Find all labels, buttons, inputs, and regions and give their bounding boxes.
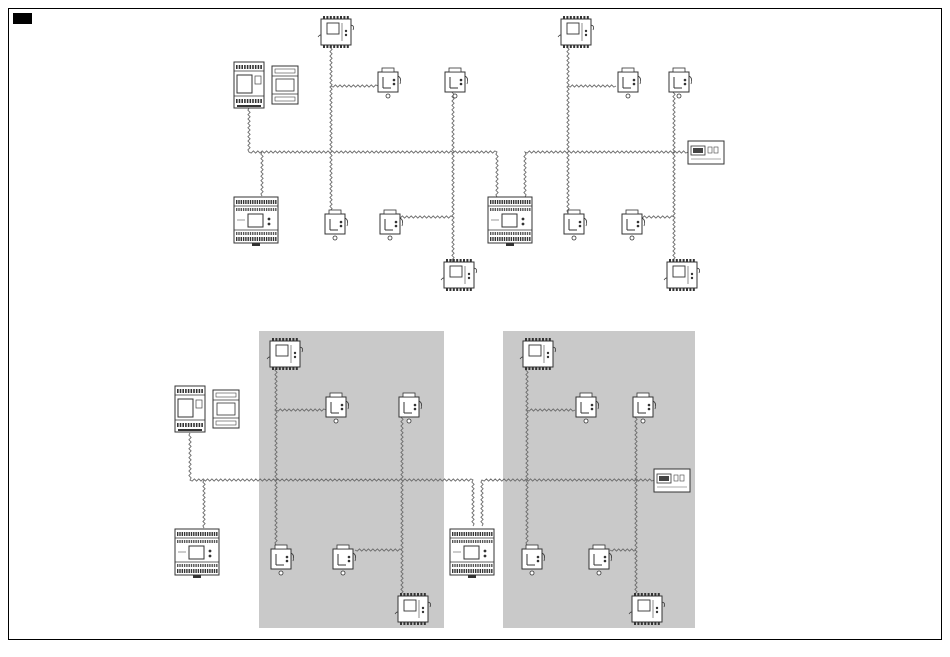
valve-actuator — [325, 210, 348, 240]
top-trunk-mid — [452, 90, 454, 262]
top-trunk-right — [567, 45, 569, 213]
central-controller-left — [175, 529, 219, 578]
display-panel — [654, 469, 690, 492]
frame-corner-tab — [13, 13, 32, 24]
top-branch-c — [568, 85, 616, 87]
i-o-module — [395, 593, 431, 625]
i-o-module — [664, 259, 700, 291]
top-branch-b — [398, 216, 453, 218]
valve-actuator — [669, 68, 692, 98]
top-branch-a — [331, 85, 378, 87]
top-trunk-far — [673, 90, 675, 262]
i-o-module — [558, 16, 594, 48]
power-supply-unit — [234, 62, 264, 108]
i-o-module — [441, 259, 477, 291]
power-supply-unit — [175, 386, 205, 432]
valve-actuator — [380, 210, 403, 240]
valve-actuator — [622, 210, 645, 240]
top-branch-d — [640, 216, 674, 218]
top-backbone-right — [524, 151, 688, 197]
central-controller-left — [234, 197, 278, 246]
i-o-module — [318, 16, 354, 48]
top-backbone-left — [248, 108, 498, 197]
valve-actuator — [564, 210, 587, 240]
i-o-module — [520, 338, 556, 370]
central-controller-right — [488, 197, 532, 246]
display-panel — [688, 141, 724, 164]
top-drop-controller — [261, 152, 263, 196]
router-module — [213, 390, 239, 428]
top-trunk-left — [330, 45, 332, 213]
valve-actuator — [378, 68, 401, 98]
central-controller-center — [450, 529, 494, 578]
valve-actuator — [618, 68, 641, 98]
valve-actuator — [445, 68, 468, 98]
i-o-module — [267, 338, 303, 370]
i-o-module — [629, 593, 665, 625]
router-module — [272, 66, 298, 104]
bottom-drop-controller — [203, 480, 205, 528]
